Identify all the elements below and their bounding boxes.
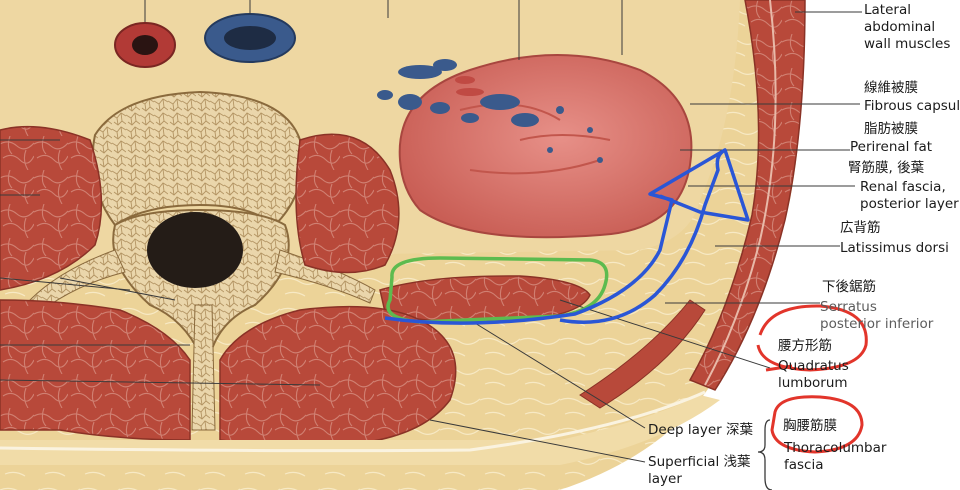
leader-lines: [0, 0, 862, 463]
psoas-left: [0, 125, 103, 291]
label-thoracolumbar-jp: 胸腰筋膜: [783, 418, 837, 434]
label-renal-fascia-en: Renal fascia, posterior layer: [860, 179, 959, 212]
label-thoracolumbar-en: Thoracolumbar fascia: [784, 440, 887, 473]
blue-outline-annotation: [384, 148, 750, 325]
label-deep-layer: Deep layer 深葉: [648, 422, 754, 438]
label-lateral-abdominal-wall: Lateral abdominal wall muscles: [864, 2, 951, 52]
label-serratus-en: Serratus posterior inferior: [820, 299, 934, 332]
red-circle-annotations: [756, 304, 868, 454]
green-outline-annotation: [386, 256, 609, 324]
label-perirenal-fat-jp: 脂肪被膜: [864, 121, 918, 137]
label-quadratus-jp: 腰方形筋: [778, 338, 832, 354]
label-latissimus-en: Latissimus dorsi: [840, 240, 949, 256]
label-perirenal-fat-en: Perirenal fat: [850, 139, 933, 155]
renal-vessels: [377, 59, 603, 163]
erector-spinae-right: [219, 305, 457, 446]
renal-arteries: [455, 76, 484, 96]
erector-spinae-left: [0, 299, 191, 441]
label-renal-fascia-jp: 腎筋膜, 後葉: [848, 160, 925, 176]
thoracolumbar-fascia-superficial: [0, 390, 706, 453]
label-fibrous-capsule-jp: 線維被膜: [864, 80, 918, 96]
spinal-canal: [147, 212, 243, 288]
label-quadratus-en: Quadratus lumborum: [778, 358, 849, 391]
psoas-right: [295, 133, 400, 274]
fascia-brace: [757, 419, 773, 490]
vertebral-body: [91, 90, 304, 227]
kidney: [398, 54, 693, 239]
label-superficial-layer: Superficial 浅葉 layer: [648, 454, 751, 487]
label-latissimus-jp: 広背筋: [840, 220, 881, 236]
label-fibrous-capsule-en: Fibrous capsule: [864, 98, 960, 114]
label-serratus-jp: 下後鋸筋: [822, 279, 876, 295]
